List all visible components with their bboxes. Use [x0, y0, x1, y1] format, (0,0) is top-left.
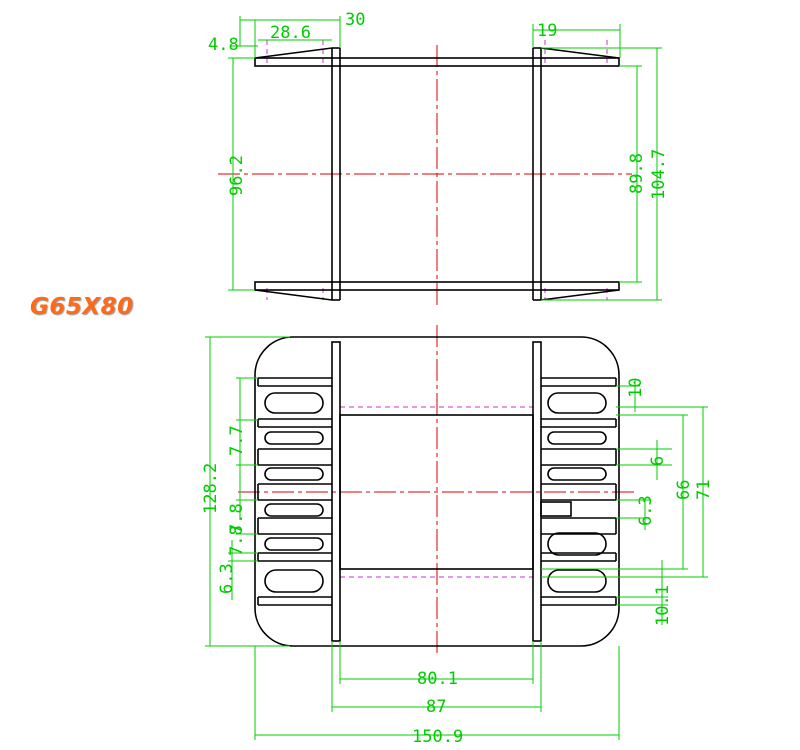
dim-flange-offset: 4.8: [208, 35, 239, 55]
dim-core-width: 87: [426, 697, 446, 717]
top-centerlines: [218, 45, 632, 306]
front-dimension-lines: [205, 336, 708, 740]
dim-flange-taper: 28.6: [270, 23, 311, 43]
dim-right-taper: 19: [537, 21, 557, 41]
front-centerlines: [238, 325, 634, 655]
dim-bottom-offset: 6.3: [217, 563, 237, 594]
dim-top-slot-offset: 10: [626, 378, 646, 398]
top-dimension-lines: [228, 16, 662, 301]
dim-overall-height-right: 104.7: [649, 149, 669, 200]
top-view: 4.8 28.6 30 19 96.2 89.8 104.7: [208, 10, 669, 306]
dim-overall-width: 150.9: [412, 727, 463, 747]
dim-window-height: 66: [674, 480, 694, 500]
dim-bottom-slot-offset: 10.1: [653, 585, 673, 626]
dim-slot-pitch-a: 7.7: [227, 425, 247, 456]
front-outline: [254, 336, 620, 647]
dim-slot-width-b: 6.3: [636, 495, 656, 526]
top-outline: [254, 47, 620, 301]
dim-flange-height: 71: [694, 480, 714, 500]
dim-overall-height-left: 96.2: [227, 155, 247, 196]
dim-flange-width: 30: [345, 10, 365, 30]
dim-slot-pitch-c: 7.8: [227, 525, 247, 556]
dim-inner-height: 89.8: [627, 153, 647, 194]
dim-slot-width: 6: [648, 456, 668, 466]
front-view: 128.2 7.7 7.8 7.8 6.3 10 6 6.3 66 71 10.…: [201, 325, 714, 747]
dim-overall-height: 128.2: [201, 463, 221, 514]
dim-window-width: 80.1: [417, 669, 458, 689]
part-title: G65X80: [30, 294, 134, 320]
dim-slot-pitch-b: 7.8: [227, 503, 247, 534]
